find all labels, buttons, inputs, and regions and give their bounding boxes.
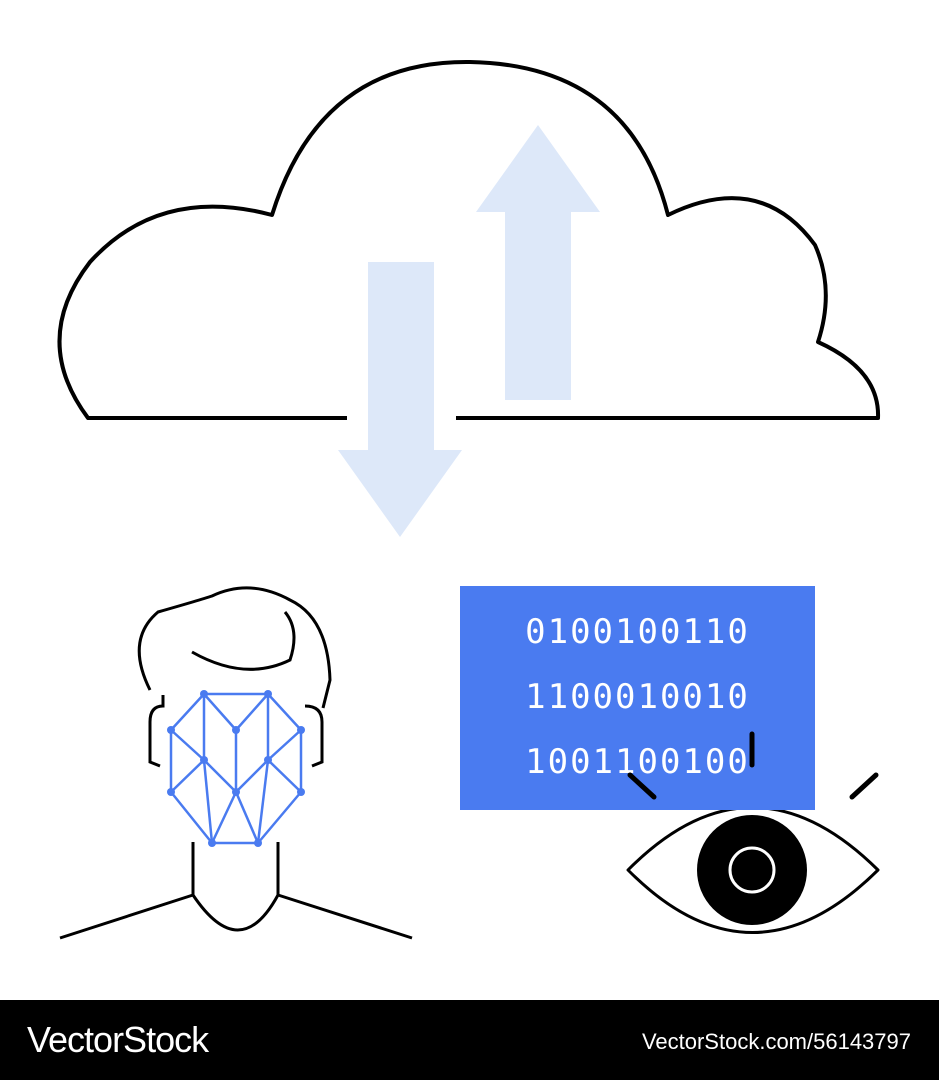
brand-logo: VectorStock [27, 1019, 209, 1060]
download-arrow-icon [338, 262, 462, 537]
binary-row-3: 1001100100 [525, 742, 750, 782]
binary-row-1: 0100100110 [525, 612, 750, 652]
upload-arrow-icon [476, 125, 600, 400]
illustration-svg [57, 59, 881, 940]
binary-row-2: 1100010010 [525, 677, 750, 717]
face-recognition-icon [59, 586, 413, 940]
footer-bar [0, 1000, 939, 1080]
cloud-icon [57, 59, 881, 420]
image-id-text: VectorStock.com/56143797 [641, 1029, 911, 1054]
